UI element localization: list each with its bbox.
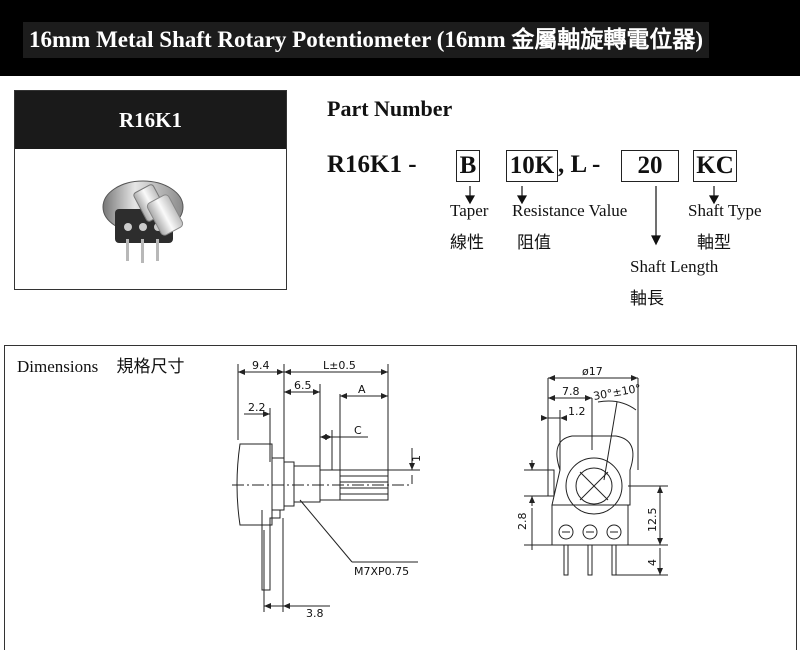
product-card: R16K1 <box>14 90 287 290</box>
shaft-length-label-zh: 軸長 <box>630 289 664 308</box>
dim-3-8: 3.8 <box>306 607 324 620</box>
resistance-label-zh: 阻值 <box>517 233 551 252</box>
resistance-code-box: 10K <box>506 150 558 182</box>
length-code-box: 20 <box>621 150 679 182</box>
dimensions-title-en: Dimensions <box>17 357 99 376</box>
dim-1: 1 <box>410 455 423 462</box>
taper-code-box: B <box>456 150 480 182</box>
dim-7-8: 7.8 <box>562 385 580 398</box>
taper-label-zh: 線性 <box>450 233 484 252</box>
dim-6-5: 6.5 <box>294 379 312 392</box>
dim-A: A <box>358 383 366 396</box>
page-title: 16mm Metal Shaft Rotary Potentiometer (1… <box>23 22 710 58</box>
thread-label: M7XP0.75 <box>354 565 409 578</box>
shaft-length-label-en: Shaft Length <box>630 257 719 276</box>
dimensions-panel <box>4 345 797 650</box>
part-number-heading: Part Number <box>327 96 453 121</box>
legend-arrows <box>464 186 720 246</box>
shaft-code-box: KC <box>693 150 737 182</box>
model-label: R16K1 <box>15 91 286 149</box>
shaft-type-label-zh: 軸型 <box>697 233 731 252</box>
dim-12-5: 12.5 <box>646 508 659 533</box>
title-banner: 16mm Metal Shaft Rotary Potentiometer (1… <box>0 0 800 76</box>
dimensions-title: Dimensions 規格尺寸 <box>17 352 184 377</box>
taper-label-en: Taper <box>450 201 489 220</box>
dim-diameter-17: ø17 <box>582 365 603 378</box>
part-separator: , L - <box>558 151 601 178</box>
dimensions-title-zh: 規格尺寸 <box>116 357 185 376</box>
resistance-label-en: Resistance Value <box>512 201 628 220</box>
dim-1-2: 1.2 <box>568 405 586 418</box>
dim-2-8: 2.8 <box>516 513 529 531</box>
dim-4: 4 <box>646 559 659 566</box>
dim-9-4: 9.4 <box>252 359 270 372</box>
dim-L: L±0.5 <box>323 359 356 372</box>
dim-C: C <box>354 424 362 437</box>
dim-angle: 30°±10° <box>592 382 642 403</box>
dim-2-2: 2.2 <box>248 401 266 414</box>
shaft-type-label-en: Shaft Type <box>688 201 762 220</box>
part-prefix: R16K1 - <box>327 151 417 178</box>
rotary-potentiometer-photo <box>102 180 184 263</box>
